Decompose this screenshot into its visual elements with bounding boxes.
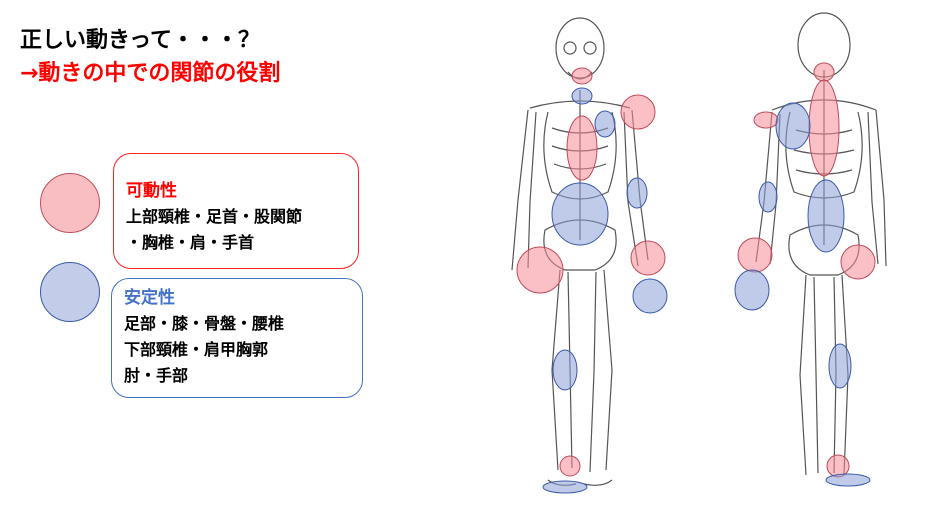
marker-shoulder (620, 94, 656, 130)
stability-markers (542, 87, 871, 494)
marker-elbow-back (758, 181, 778, 213)
stability-box: 安定性 足部・膝・骨盤・腰椎 下部頸椎・肩甲胸郭 肘・手部 (111, 278, 363, 398)
mobility-line: ・胸椎・肩・手首 (126, 233, 255, 252)
marker-upper-cervical-back (813, 62, 835, 82)
marker-knee (552, 349, 578, 391)
marker-elbow (626, 177, 648, 209)
marker-lumbar-pelvis (551, 182, 609, 246)
marker-scapula (594, 110, 616, 138)
marker-foot-back (825, 473, 871, 487)
marker-wrist (630, 240, 666, 276)
marker-thoracic-back (808, 79, 840, 177)
marker-scapula-back (775, 102, 811, 150)
marker-wrist-back (737, 237, 773, 273)
marker-knee-back (828, 343, 852, 389)
marker-shoulder-back (753, 111, 779, 129)
marker-upper-cervical (571, 67, 593, 85)
marker-lower-cervical (571, 87, 593, 105)
mobility-box: 可動性 上部頸椎・足首・股関節 ・胸椎・肩・手首 (113, 153, 359, 269)
mobility-markers (516, 62, 876, 478)
stability-line: 足部・膝・骨盤・腰椎 (124, 314, 285, 333)
stability-heading: 安定性 (124, 288, 175, 308)
slide-title: 正しい動きって・・・？ (20, 28, 261, 53)
slide-subtitle: →動きの中での関節の役割 (20, 61, 281, 86)
marker-ankle (559, 455, 581, 477)
marker-hip (516, 246, 564, 294)
mobility-legend-marker (40, 173, 100, 233)
marker-thoracic (566, 115, 598, 181)
mobility-heading: 可動性 (126, 181, 177, 201)
marker-hand-back (734, 269, 770, 311)
marker-wrist-back-right (840, 244, 876, 280)
stability-legend-marker (40, 262, 100, 322)
stability-line: 肘・手部 (124, 366, 189, 385)
marker-lumbar-back (807, 179, 845, 253)
marker-hand (632, 278, 668, 314)
stability-line: 下部頸椎・肩甲胸郭 (124, 340, 269, 359)
marker-foot (542, 480, 588, 494)
mobility-line: 上部頸椎・足首・股関節 (126, 207, 303, 226)
